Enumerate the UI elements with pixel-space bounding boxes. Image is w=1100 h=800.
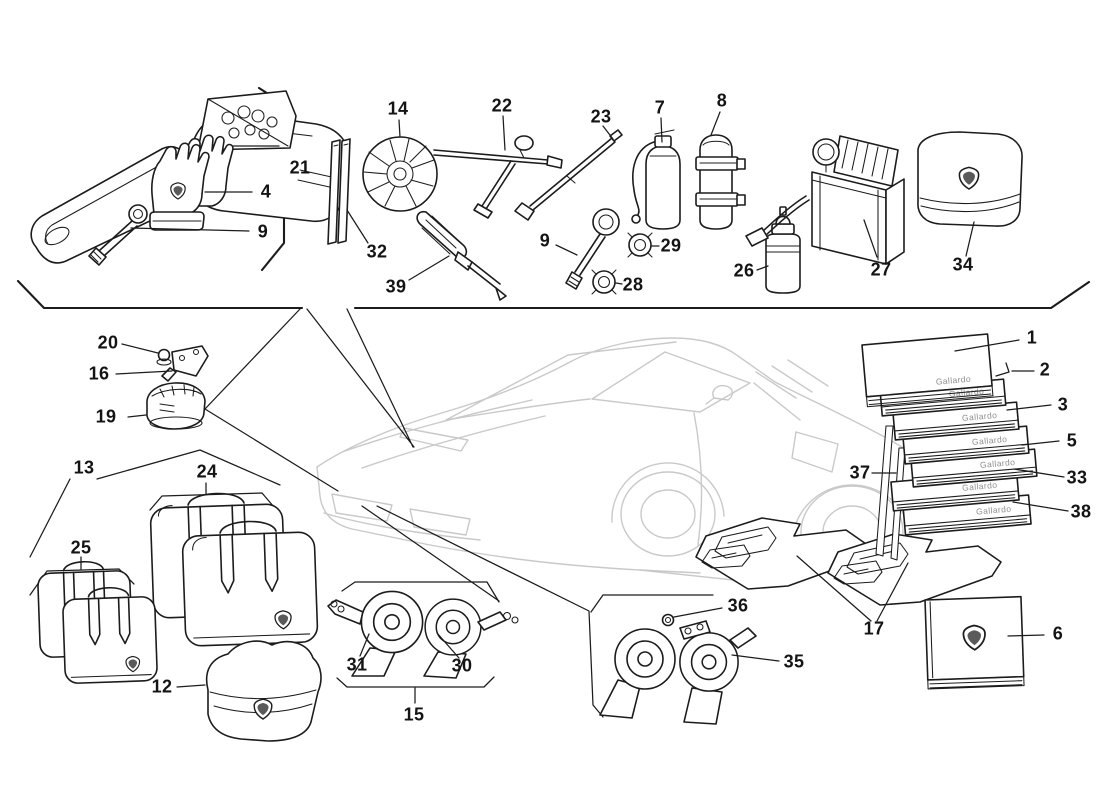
book-cover-text: Gallardo (962, 480, 998, 493)
part-tow-hook (565, 208, 620, 290)
part-tool-roll (30, 90, 349, 264)
callout-lines-structure (29, 308, 714, 718)
book-cover-text: Gallardo (962, 410, 998, 423)
part-gloves (149, 134, 234, 231)
callout-lines-items (115, 111, 1069, 688)
part-extinguisher-bracket (695, 134, 746, 230)
part-horn-pair-rear (599, 613, 757, 725)
part-cd (362, 136, 438, 212)
book-cover-text: Gallardo (972, 434, 1008, 447)
book-cover-text: Gallardo (980, 457, 1016, 470)
part-floor-mats (695, 517, 1002, 606)
part-suitcases-small (37, 560, 158, 684)
part-adapter-28 (591, 269, 617, 295)
part-tow-hook-small (88, 204, 148, 266)
part-door-strips (327, 138, 351, 245)
part-leather-case (917, 131, 1023, 227)
part-wheel-brace (433, 135, 563, 219)
part-screwdriver (416, 210, 507, 301)
part-owners-folder (924, 595, 1025, 690)
part-adapter-29 (627, 232, 653, 258)
part-garment-pouch (205, 640, 322, 742)
part-suitcases-large (149, 492, 319, 647)
part-horn-pair-front (327, 590, 519, 679)
manual-1: Gallardo (861, 333, 994, 408)
part-compressor-kit (745, 135, 905, 265)
part-fire-extinguisher (631, 129, 681, 230)
book-cover-text: Gallardo (935, 374, 971, 387)
book-cover-text: Gallardo (976, 504, 1012, 517)
part-lever-rod (514, 129, 623, 221)
part-siren-assembly (146, 345, 209, 430)
car-outline (316, 337, 939, 586)
part-manual-stack: Gallardo Gallardo Gallardo Gallardo Gall… (861, 333, 1038, 561)
